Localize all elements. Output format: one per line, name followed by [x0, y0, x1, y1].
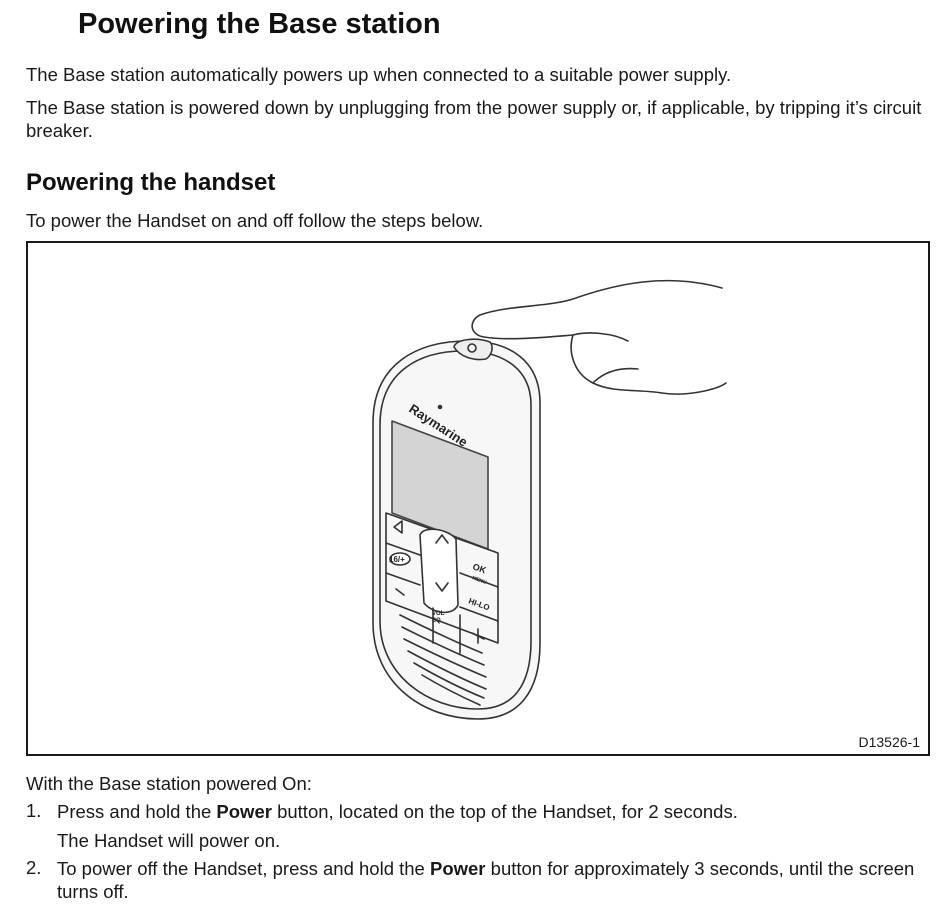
handset-illustration-figure: Raymarine 16/+ OK MENU HI-LO VOL SQ D135… — [26, 241, 930, 756]
step-1-number: 1. — [26, 800, 42, 821]
step-2-power-term: Power — [429, 858, 486, 879]
paragraph-powered-on: With the Base station powered On: — [26, 773, 312, 794]
power-button — [453, 338, 493, 361]
step-2-number: 2. — [26, 857, 42, 878]
heading-powering-handset: Powering the handset — [26, 169, 276, 196]
step-1-text: Press and hold the Power button, located… — [57, 801, 738, 822]
key-vol-label: VOL — [432, 611, 445, 617]
finger-hand — [471, 279, 727, 395]
heading-powering-base-station: Powering the Base station — [78, 8, 441, 40]
paragraph-base-power-down: The Base station is powered down by unpl… — [26, 97, 922, 141]
paragraph-base-auto-power: The Base station automatically powers up… — [26, 64, 732, 85]
key-ok-label: OK — [471, 561, 488, 575]
paragraph-handset-intro: To power the Handset on and off follow t… — [26, 210, 484, 231]
handset-illustration: Raymarine 16/+ OK MENU HI-LO VOL SQ — [372, 279, 727, 720]
key-sixteen-plus-label: 16/+ — [389, 555, 405, 564]
keypad-outline — [385, 512, 499, 644]
key-menu-label: MENU — [471, 575, 487, 586]
step-1-power-term: Power — [216, 801, 272, 822]
handset-inner-shell — [379, 350, 532, 710]
figure-code: D13526-1 — [858, 734, 921, 750]
key-sq-label: SQ — [432, 618, 441, 624]
step-1-note: The Handset will power on. — [57, 830, 281, 851]
step-2-text: To power off the Handset, press and hold… — [57, 858, 915, 902]
nav-rocker — [419, 528, 459, 614]
